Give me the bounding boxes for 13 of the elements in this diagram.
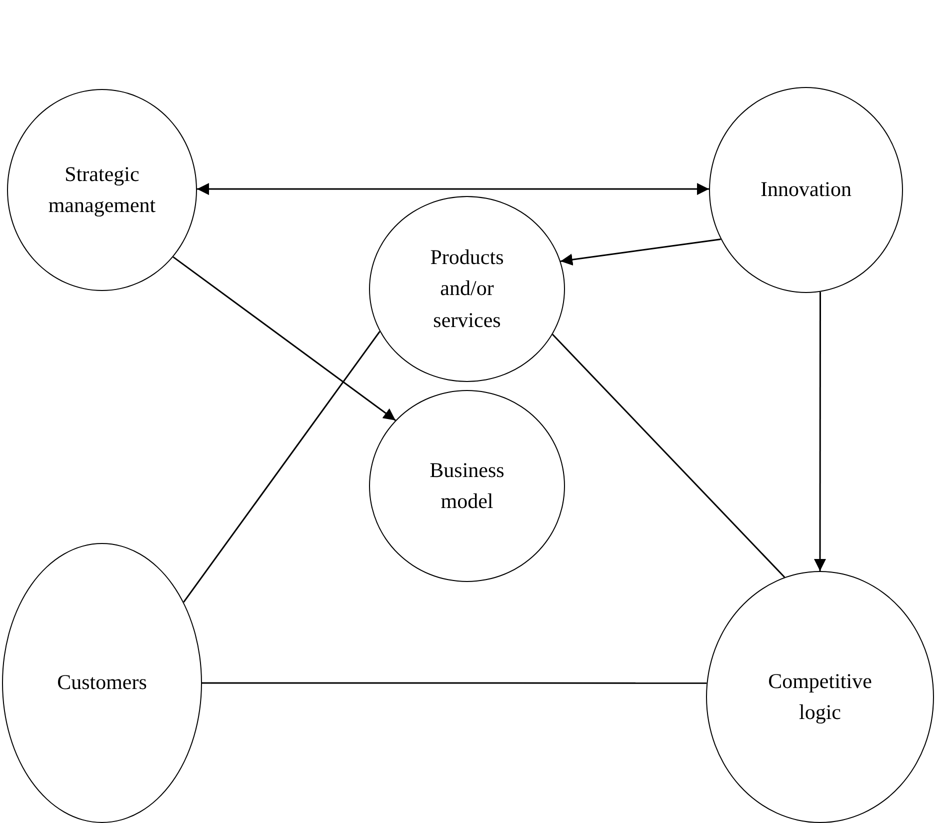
node-label: Innovation: [760, 176, 852, 204]
arrow: [814, 292, 826, 571]
node-label: Competitive logic: [767, 668, 873, 726]
arrow: [172, 256, 396, 421]
node-label: Customers: [57, 669, 147, 696]
node-label: Business model: [428, 456, 506, 515]
connector-line: [202, 682, 707, 684]
connector-line: [552, 334, 786, 578]
node-label: Products and/or services: [429, 244, 505, 334]
node-label: Strategic management: [47, 160, 157, 219]
arrow: [560, 238, 721, 266]
connector-line: [183, 330, 380, 603]
arrow: [197, 183, 709, 196]
